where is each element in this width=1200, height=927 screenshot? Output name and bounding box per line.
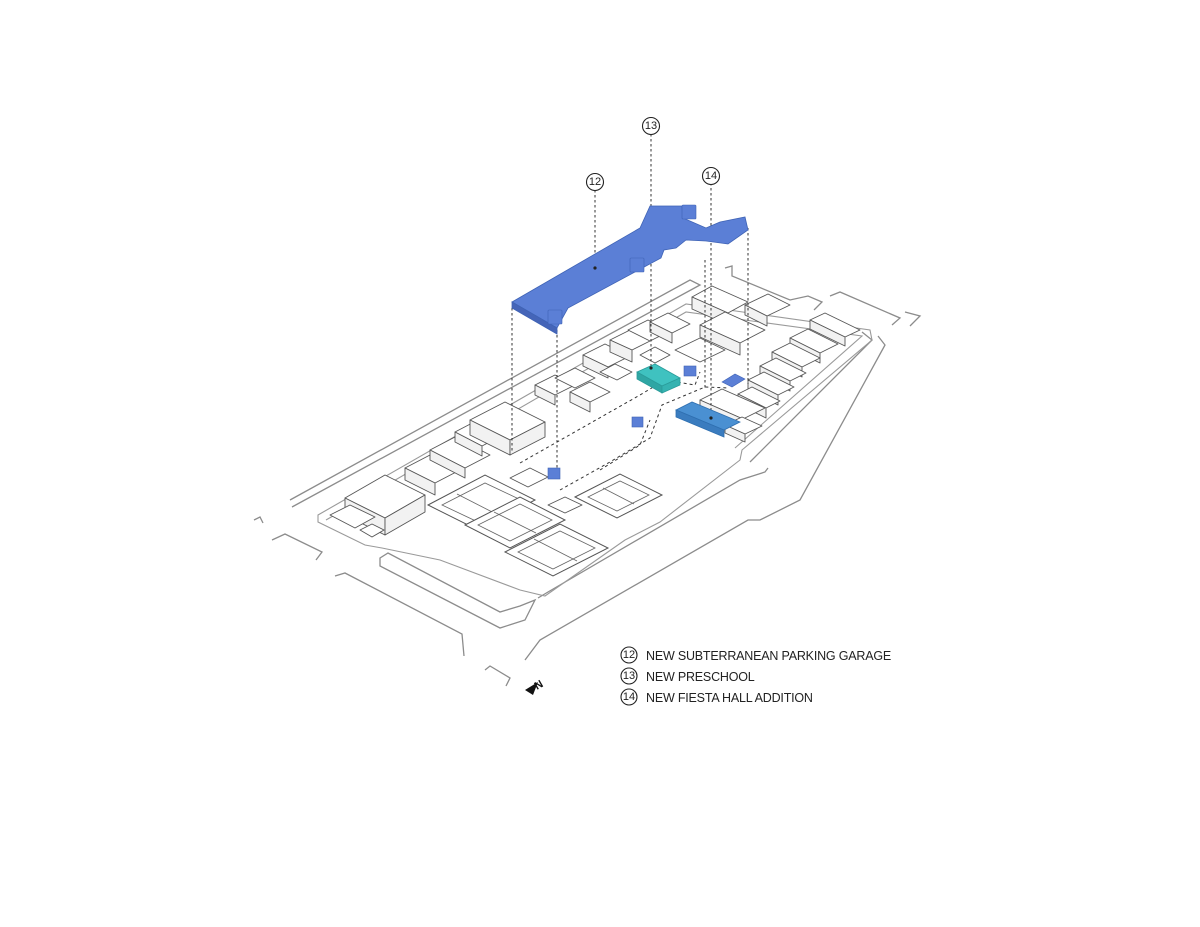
svg-text:NEW PRESCHOOL: NEW PRESCHOOL — [646, 670, 755, 684]
fiesta-hall-addition-volume — [675, 401, 741, 438]
svg-text:12: 12 — [589, 176, 601, 188]
legend-item-13: 13 NEW PRESCHOOL — [620, 667, 755, 685]
garage-access-points — [547, 365, 746, 480]
street-curbs — [253, 265, 922, 687]
parking-garage-volume — [511, 204, 749, 335]
callout-14: 14 — [701, 166, 721, 186]
svg-text:12: 12 — [623, 649, 635, 661]
legend: 12 NEW SUBTERRANEAN PARKING GARAGE 13 NE… — [620, 646, 891, 706]
preschool-volume — [636, 363, 681, 394]
north-arrow-icon: N — [525, 678, 545, 695]
existing-buildings-right — [674, 285, 861, 443]
callout-12: 12 — [585, 172, 605, 192]
tennis-courts — [426, 467, 664, 577]
svg-text:13: 13 — [623, 670, 635, 682]
callout-13: 13 — [641, 116, 661, 136]
svg-text:14: 14 — [705, 170, 717, 182]
svg-text:NEW SUBTERRANEAN PARKING GARAG: NEW SUBTERRANEAN PARKING GARAGE — [646, 649, 891, 663]
svg-text:13: 13 — [645, 120, 657, 132]
svg-text:14: 14 — [623, 691, 635, 703]
pedestrian-paths — [519, 371, 729, 491]
legend-item-12: 12 NEW SUBTERRANEAN PARKING GARAGE — [620, 646, 891, 664]
existing-buildings-left — [329, 312, 691, 538]
legend-item-14: 14 NEW FIESTA HALL ADDITION — [620, 688, 813, 706]
svg-text:NEW FIESTA HALL ADDITION: NEW FIESTA HALL ADDITION — [646, 691, 813, 705]
